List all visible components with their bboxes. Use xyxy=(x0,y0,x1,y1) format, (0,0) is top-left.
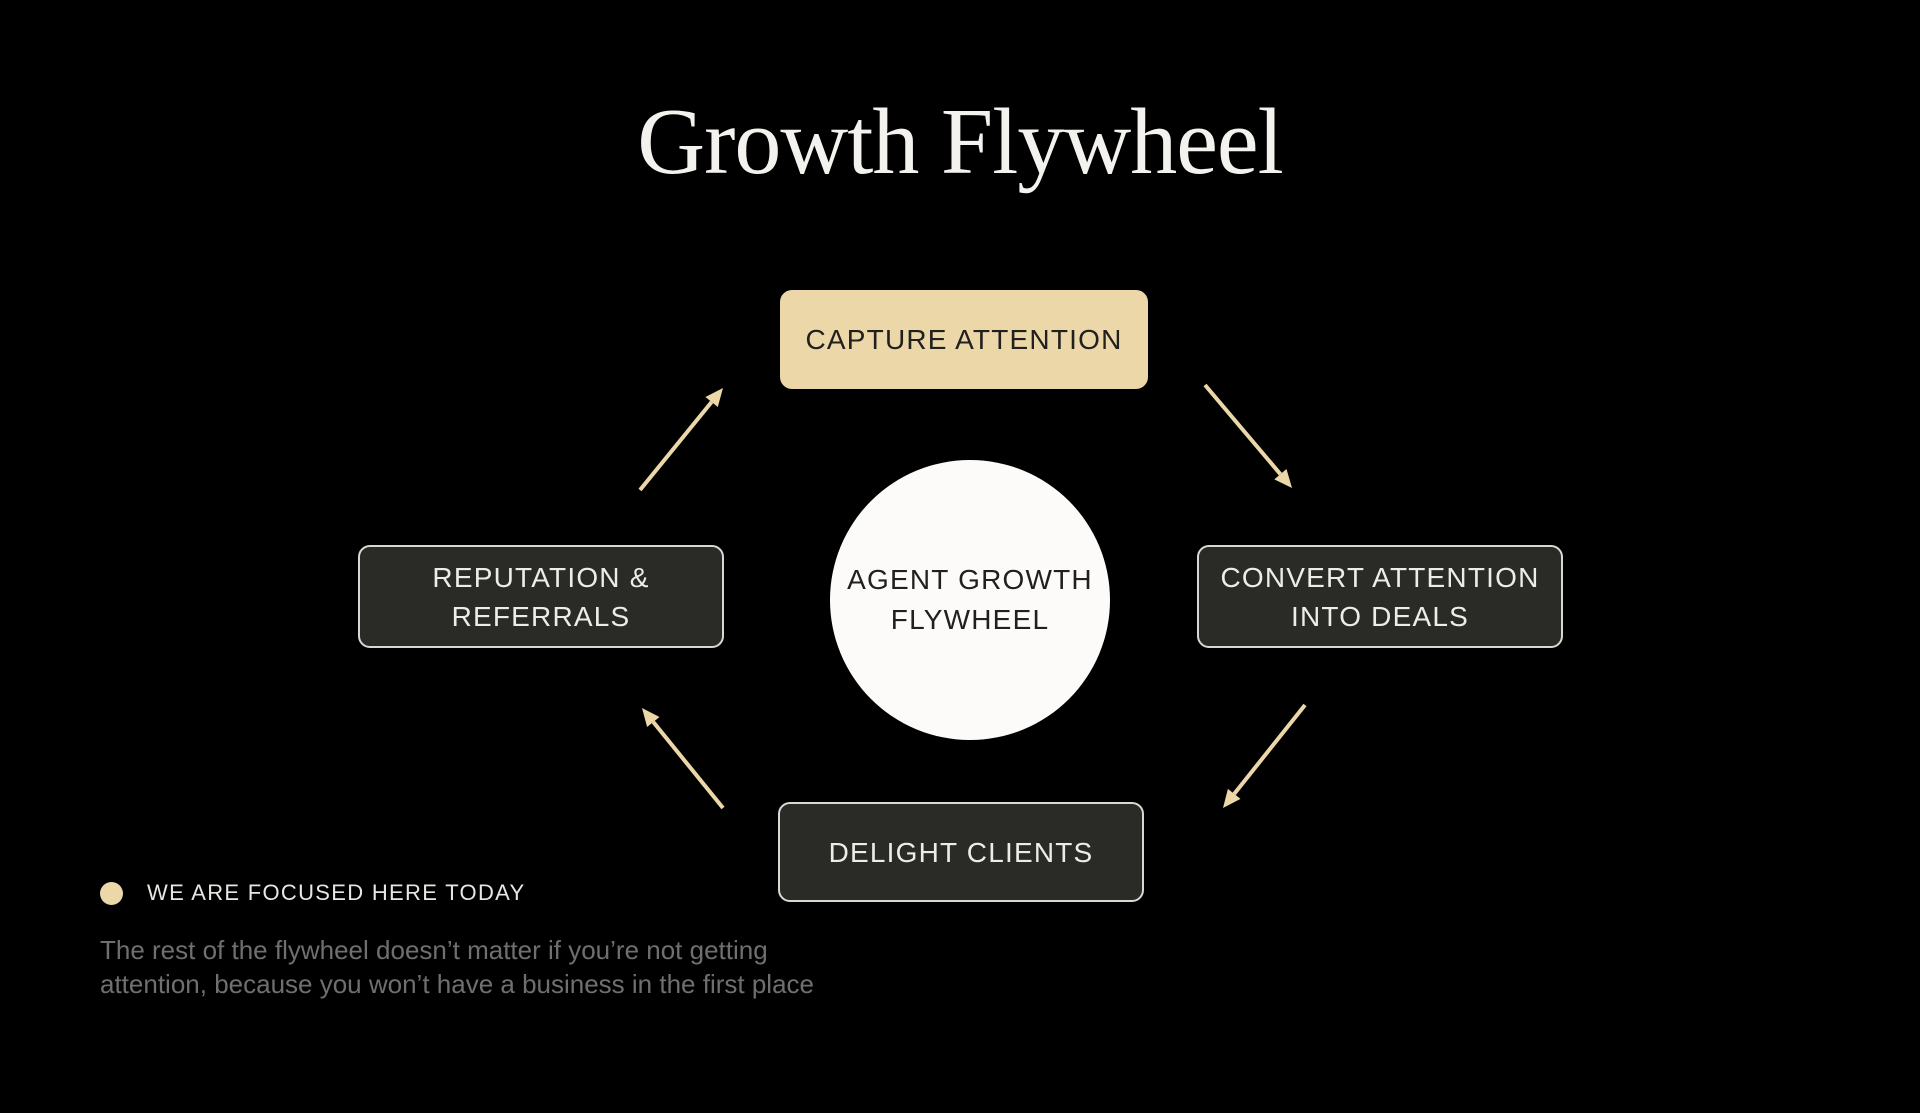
node-delight-clients: DELIGHT CLIENTS xyxy=(778,802,1144,902)
hub-label-line2: FLYWHEEL xyxy=(890,604,1050,635)
legend: WE ARE FOCUSED HERE TODAY xyxy=(100,880,525,906)
slide-title: Growth Flywheel xyxy=(637,90,1284,194)
node-convert-label-line1: CONVERT ATTENTION xyxy=(1220,561,1540,593)
arrow-delight-to-reputation-icon xyxy=(632,698,733,818)
footnote-line1: The rest of the flywheel doesn’t matter … xyxy=(100,935,768,965)
node-reputation-label-line2: REFERRALS xyxy=(451,600,631,632)
node-capture-attention-label: CAPTURE ATTENTION xyxy=(805,324,1123,355)
node-reputation-label-line1: REPUTATION & xyxy=(432,561,650,593)
hub-label-line1: AGENT GROWTH xyxy=(847,564,1093,595)
legend-label: WE ARE FOCUSED HERE TODAY xyxy=(147,880,526,905)
flywheel-center-circle: AGENT GROWTH FLYWHEEL xyxy=(830,460,1110,740)
node-capture-attention: CAPTURE ATTENTION xyxy=(780,290,1148,389)
footnote-line2: attention, because you won’t have a busi… xyxy=(100,969,814,999)
footnote: The rest of the flywheel doesn’t matter … xyxy=(100,933,814,1001)
arrow-convert-to-delight-icon xyxy=(1213,695,1315,818)
node-convert-attention-into-deals: CONVERT ATTENTION INTO DEALS xyxy=(1197,545,1563,648)
node-delight-clients-label: DELIGHT CLIENTS xyxy=(828,836,1094,868)
arrow-reputation-to-capture-icon xyxy=(630,378,735,500)
arrow-capture-to-convert-icon xyxy=(1195,375,1302,498)
node-reputation-referrals: REPUTATION & REFERRALS xyxy=(358,545,724,648)
focus-dot-icon xyxy=(100,881,123,905)
node-convert-label-line2: INTO DEALS xyxy=(1291,600,1469,632)
